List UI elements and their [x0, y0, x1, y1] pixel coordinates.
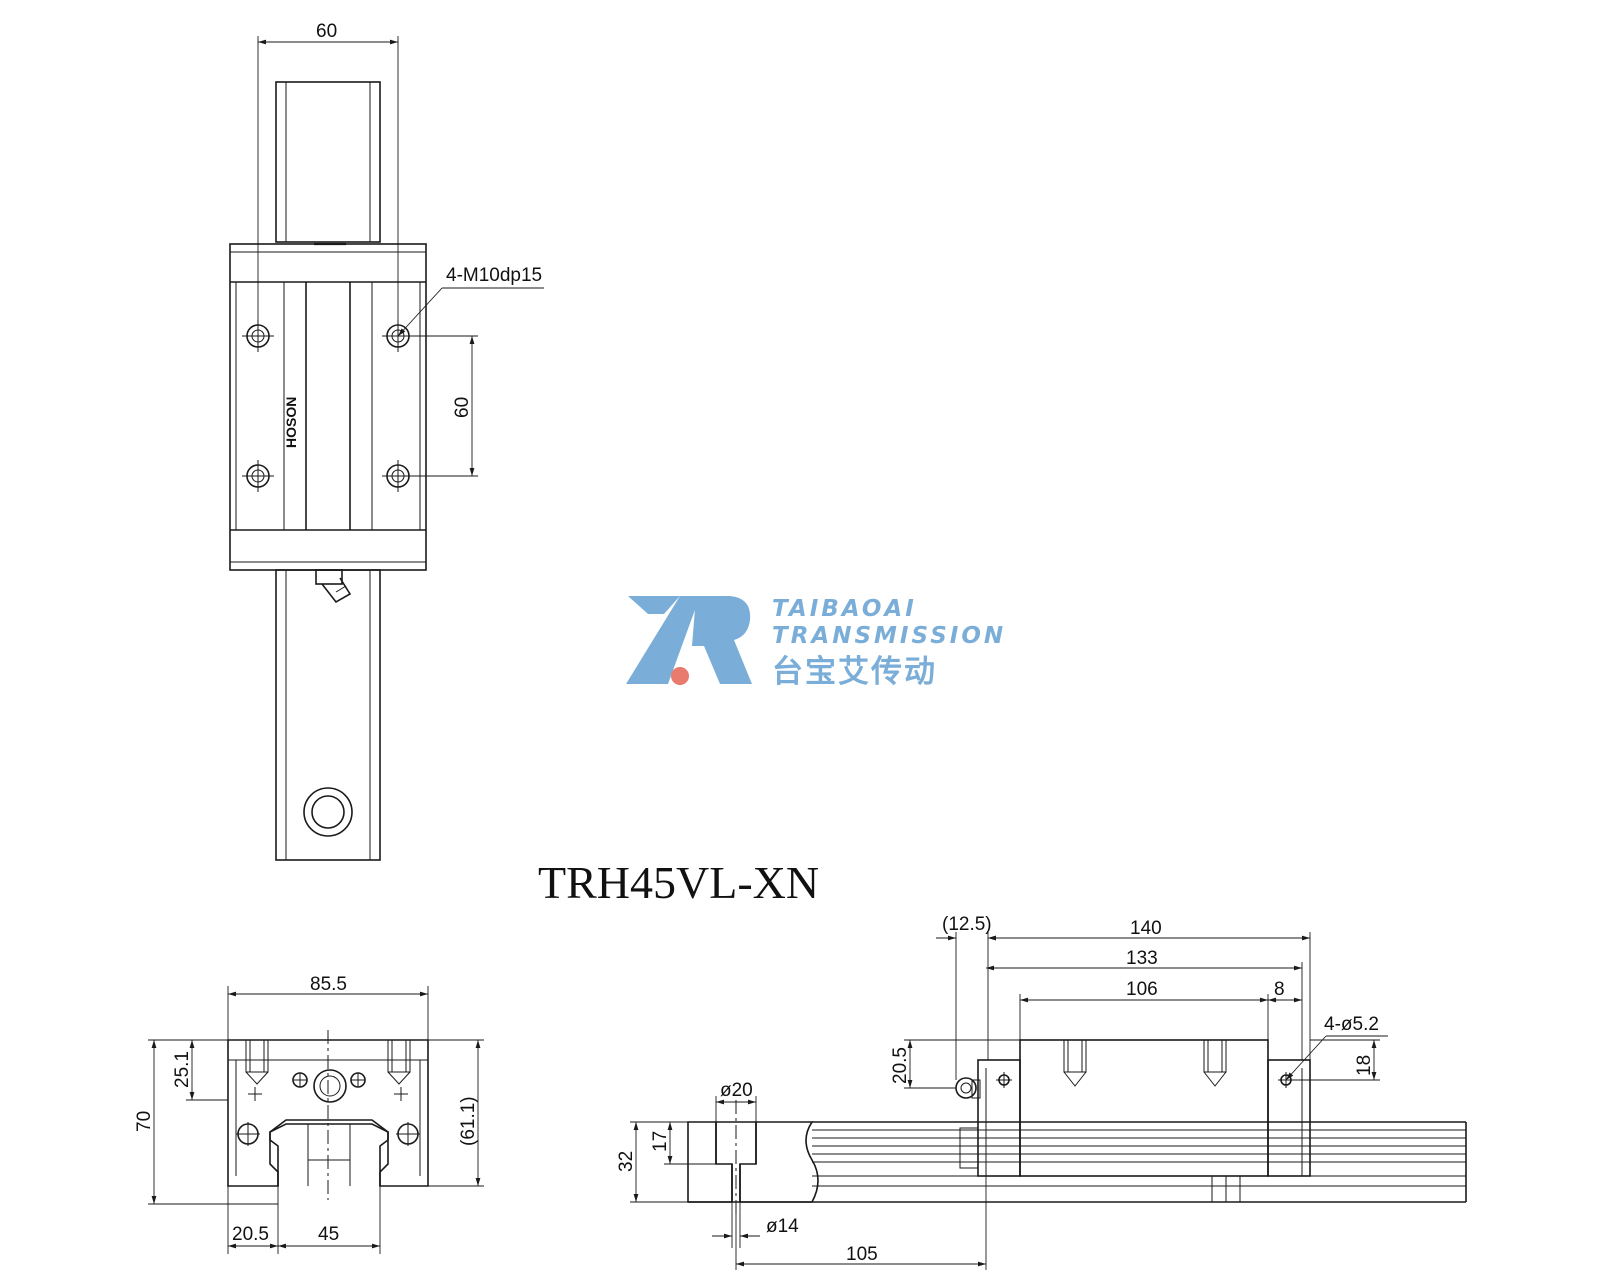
dimension-label: ø20: [720, 1080, 753, 1101]
watermark-logo: TAIBAOAI TRANSMISSION 台宝艾传动: [626, 596, 1006, 690]
carriage-block-top: [229, 243, 427, 571]
grease-nipple-end: [292, 1069, 366, 1103]
drawing-title: TRH45VL-XN: [538, 857, 819, 908]
screw-mark: [248, 1087, 408, 1101]
dimension-width: 85.5: [227, 974, 429, 1040]
end-view: 85.5 70 25.1 (61.1) 20.5: [134, 974, 484, 1254]
dimension-hole-height: 18: [1292, 1039, 1380, 1081]
watermark-brand-cn: 台宝艾传动: [772, 654, 937, 690]
dimension-nipple-height: 20.5: [890, 1039, 1020, 1089]
dimension-label: 60: [316, 21, 337, 42]
dimension-width: 60: [257, 21, 399, 320]
dimension-label: 140: [1130, 918, 1162, 939]
dimension-counterbore: ø20: [715, 1080, 757, 1122]
rail-top-lower: [275, 569, 381, 861]
side-screw: [236, 1122, 420, 1146]
dimension-seal: 8: [1268, 979, 1302, 1003]
dimension-label: 133: [1126, 948, 1158, 969]
dimension-label: 106: [1126, 979, 1158, 1000]
top-view: HOSON: [229, 21, 544, 861]
dimension-label: 105: [846, 1244, 878, 1265]
grease-nipple: [315, 569, 352, 604]
watermark-brand-en-1: TAIBAOAI: [772, 596, 917, 622]
dimension-pitch: 60: [412, 335, 478, 477]
dimension-label: 32: [616, 1151, 637, 1172]
mounting-hole: [382, 460, 414, 492]
dimension-nipple: (12.5): [936, 914, 1008, 1080]
rail-profile: [269, 1123, 389, 1186]
dimension-cb-depth: 17: [650, 1122, 716, 1165]
dimension-flange: 25.1: [172, 1040, 228, 1101]
block-marking: HOSON: [283, 397, 299, 448]
end-screw: [996, 1072, 1294, 1088]
dimension-overall: 140: [988, 918, 1311, 1060]
dimension-label: (12.5): [942, 914, 992, 935]
dimension-height: 70: [134, 1039, 278, 1205]
dimension-label: 70: [134, 1111, 155, 1132]
dimension-body: 133: [986, 948, 1303, 1060]
dimension-hole-pitch: 106: [1019, 979, 1269, 1040]
dimension-rail-height: 32: [616, 1121, 688, 1203]
tapped-hole-side: [1063, 1039, 1087, 1087]
tapped-hole: [387, 1039, 411, 1085]
rail-top-upper: [275, 81, 381, 246]
dimension-label: 85.5: [310, 974, 347, 995]
dimension-label: ø14: [766, 1216, 799, 1237]
dimension-label: 25.1: [172, 1051, 193, 1088]
side-view: (12.5) 140 133 106 8 4-ø5.2: [616, 914, 1467, 1270]
dimension-label: 60: [452, 397, 473, 418]
dimension-rail-hole-pitch: 105: [735, 1176, 987, 1270]
dimension-label: 45: [318, 1224, 339, 1245]
dimension-bottom: 20.5 45: [227, 1186, 381, 1254]
dimension-label: 8: [1274, 979, 1285, 1000]
tapped-hole-side: [1203, 1039, 1227, 1087]
watermark-brand-en-2: TRANSMISSION: [772, 623, 1006, 649]
dimension-label: (61.1): [458, 1096, 479, 1146]
dimension-through-hole: ø14: [712, 1202, 799, 1248]
dimension-label: 18: [1354, 1055, 1375, 1076]
hole-callout-side: 4-ø5.2: [1285, 1014, 1388, 1081]
callout-label: 4-M10dp15: [446, 265, 542, 286]
dimension-label: 20.5: [890, 1047, 911, 1084]
dimension-label: 20.5: [232, 1224, 269, 1245]
dimension-label: 17: [650, 1131, 671, 1152]
hole-callout: 4-M10dp15: [397, 265, 544, 337]
rail-side: [688, 1121, 1467, 1203]
grease-nipple-side: [955, 1077, 981, 1099]
rail-section-hatched: [687, 1100, 819, 1214]
tapped-hole: [245, 1039, 269, 1085]
callout-label: 4-ø5.2: [1324, 1014, 1379, 1035]
carriage-block-side: [959, 1039, 1311, 1203]
mounting-hole: [242, 460, 274, 492]
dimension-block-height: (61.1): [428, 1039, 484, 1187]
mounting-hole: [242, 320, 274, 352]
